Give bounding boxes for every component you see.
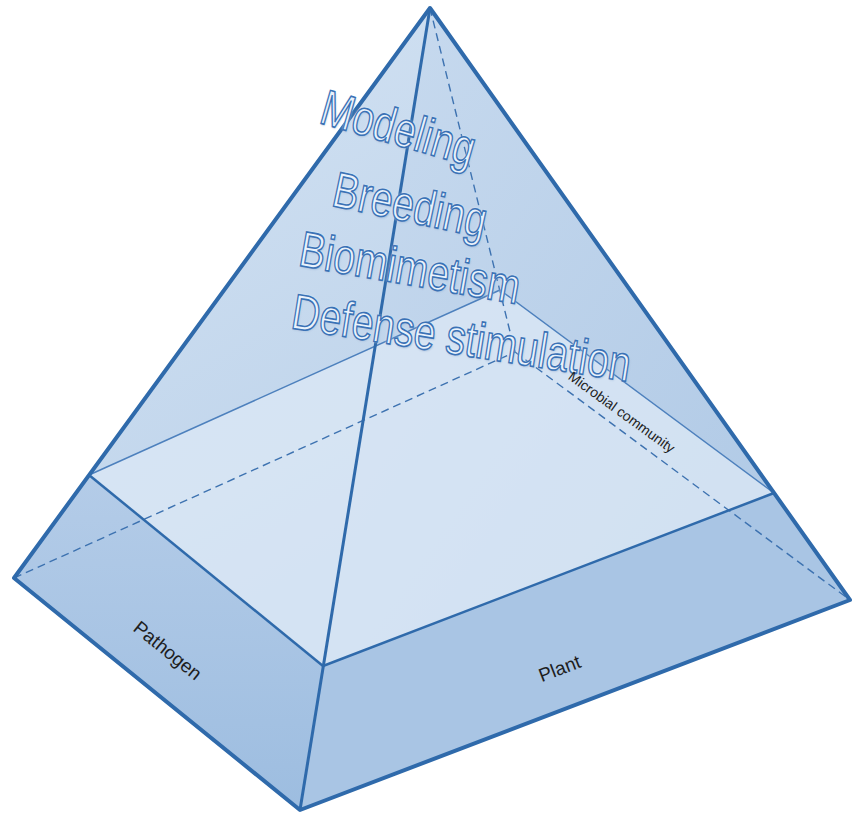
lower-right-face	[300, 493, 850, 810]
lower-left-face	[14, 475, 323, 810]
pyramid-outline	[14, 8, 850, 810]
plane-front-edges	[89, 475, 774, 666]
